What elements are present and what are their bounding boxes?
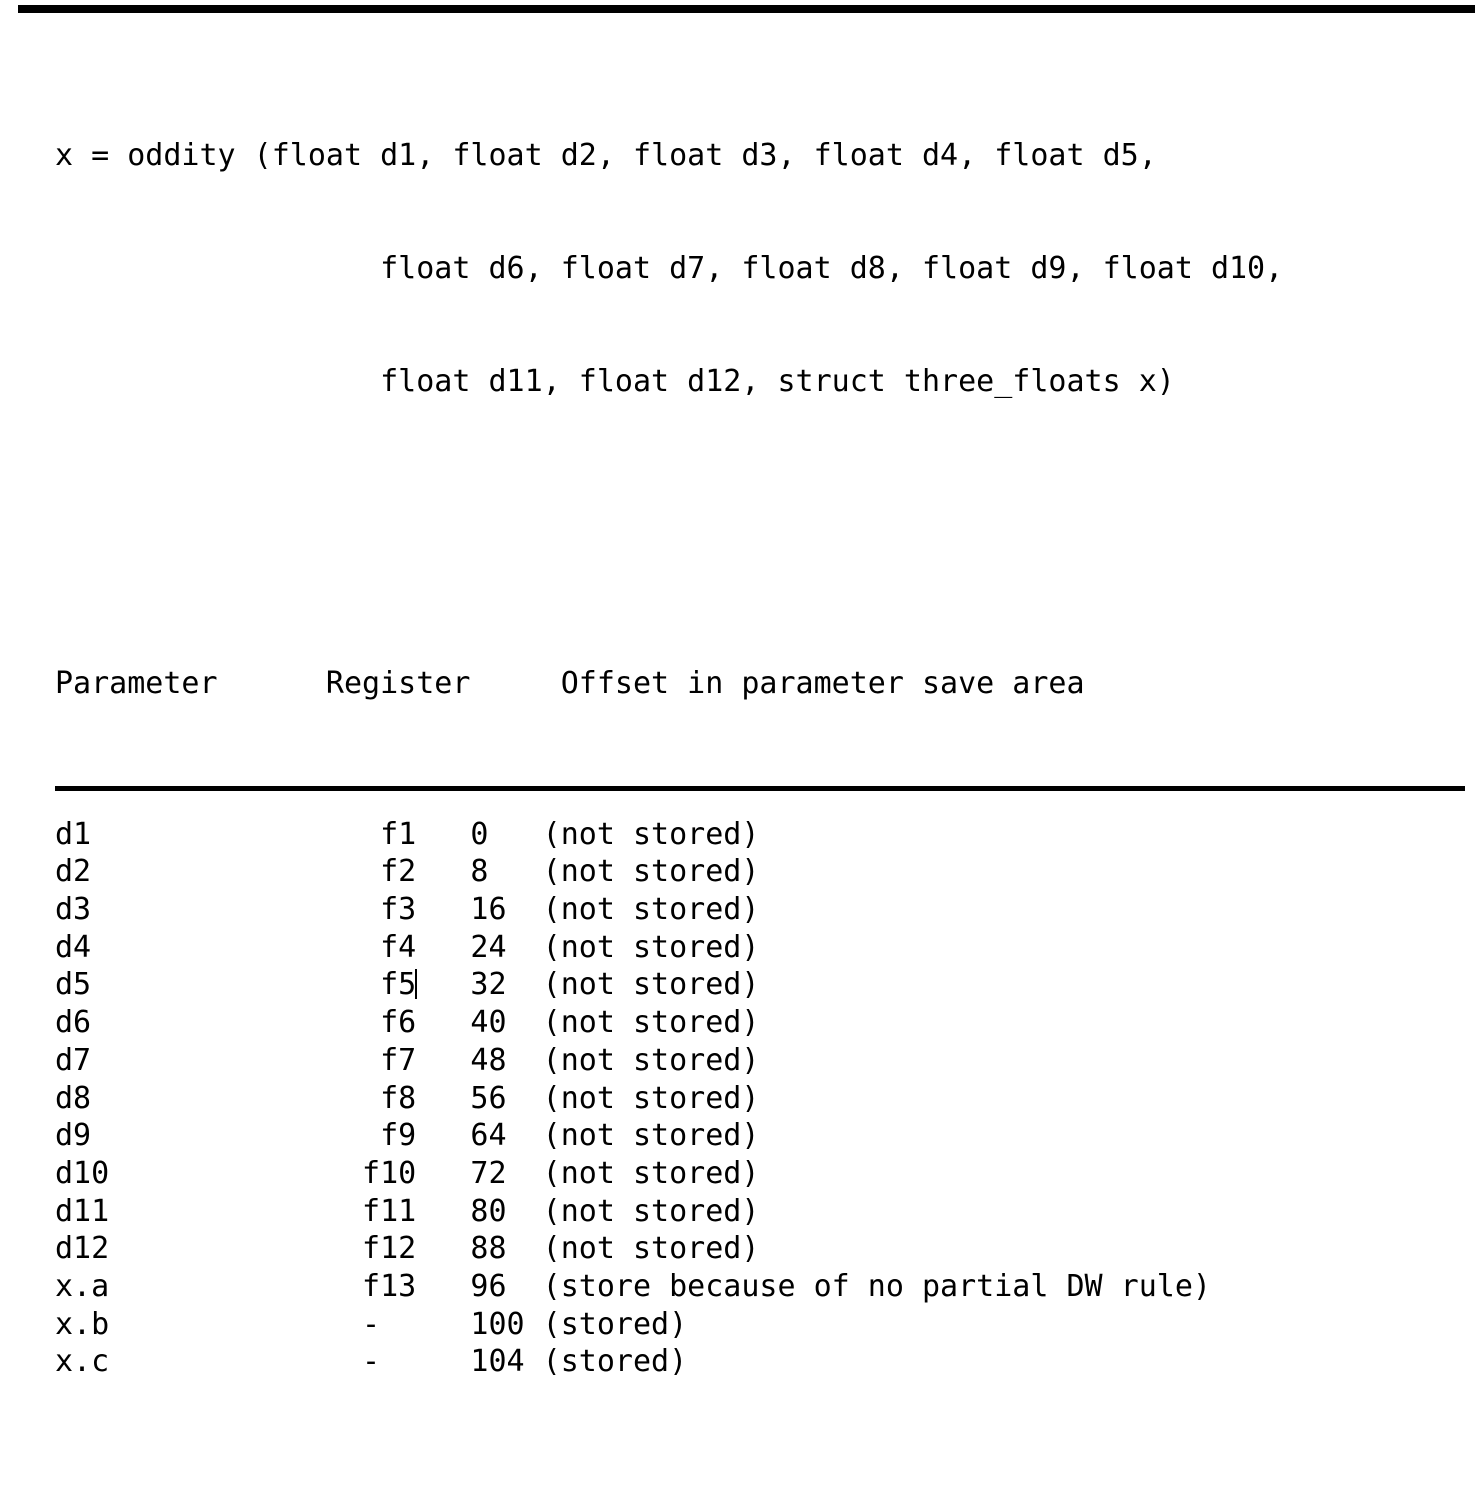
table-row: d7 f7 48 (not stored) bbox=[55, 1042, 1283, 1080]
cell-register: f8 bbox=[362, 1080, 417, 1116]
cell-offset: 96 bbox=[416, 1268, 543, 1304]
cell-parameter: d8 bbox=[55, 1080, 363, 1116]
bottom-rule bbox=[55, 786, 1465, 791]
table-row: d8 f8 56 (not stored) bbox=[55, 1080, 1283, 1118]
cell-offset: 64 bbox=[416, 1118, 543, 1154]
cell-register: f5 bbox=[362, 967, 417, 1003]
cell-note: (not stored) bbox=[542, 1155, 760, 1191]
cell-offset: 80 bbox=[416, 1193, 543, 1229]
cell-note: (not stored) bbox=[542, 1042, 760, 1078]
cell-register: f6 bbox=[362, 1005, 417, 1041]
table-row: d4 f4 24 (not stored) bbox=[55, 929, 1283, 967]
cell-parameter: d12 bbox=[55, 1231, 363, 1267]
cell-register: f12 bbox=[362, 1231, 417, 1267]
cell-note: (not stored) bbox=[542, 1118, 760, 1154]
cell-note: (not stored) bbox=[542, 1231, 760, 1267]
cell-parameter: x.a bbox=[55, 1268, 363, 1304]
table-row: x.a f13 96 (store because of no partial … bbox=[55, 1268, 1283, 1306]
cell-offset: 40 bbox=[416, 1005, 543, 1041]
cell-parameter: d10 bbox=[55, 1155, 363, 1191]
cell-parameter: d1 bbox=[55, 816, 363, 852]
cell-register: f3 bbox=[362, 892, 417, 928]
cell-parameter: d7 bbox=[55, 1042, 363, 1078]
cell-parameter: d3 bbox=[55, 892, 363, 928]
table-row: d10 f10 72 (not stored) bbox=[55, 1155, 1283, 1193]
cell-register: f7 bbox=[362, 1042, 417, 1078]
signature-line-2: float d6, float d7, float d8, float d9, … bbox=[55, 251, 1284, 287]
cell-note: (not stored) bbox=[542, 967, 760, 1003]
cell-offset: 48 bbox=[416, 1042, 543, 1078]
cell-parameter: x.c bbox=[55, 1344, 363, 1380]
cell-parameter: d11 bbox=[55, 1193, 363, 1229]
cell-note: (not stored) bbox=[542, 1080, 760, 1116]
table-body: d1 f1 0 (not stored)d2 f2 8 (not stored)… bbox=[55, 816, 1283, 1381]
table-row: d6 f6 40 (not stored) bbox=[55, 1004, 1283, 1042]
cell-offset: 0 bbox=[416, 816, 543, 852]
spacer-line bbox=[55, 514, 1283, 552]
table-row: d3 f3 16 (not stored) bbox=[55, 891, 1283, 929]
cell-note: (store because of no partial DW rule) bbox=[542, 1268, 1211, 1304]
table-row: d1 f1 0 (not stored) bbox=[55, 816, 1283, 854]
table-row: d2 f2 8 (not stored) bbox=[55, 853, 1283, 891]
table-row: d11 f11 80 (not stored) bbox=[55, 1193, 1283, 1231]
cell-register: f2 bbox=[362, 854, 417, 890]
cell-offset: 16 bbox=[416, 892, 543, 928]
top-rule bbox=[18, 5, 1475, 13]
cell-note: (stored) bbox=[542, 1306, 688, 1342]
table-row: x.c - 104 (stored) bbox=[55, 1343, 1283, 1381]
table-row: d12 f12 88 (not stored) bbox=[55, 1230, 1283, 1268]
cell-offset: 56 bbox=[416, 1080, 543, 1116]
cell-offset: 72 bbox=[416, 1155, 543, 1191]
cell-parameter: x.b bbox=[55, 1306, 363, 1342]
cell-note: (not stored) bbox=[542, 816, 760, 852]
cell-offset: 100 bbox=[416, 1306, 543, 1342]
cell-offset: 88 bbox=[416, 1231, 543, 1267]
cell-parameter: d6 bbox=[55, 1005, 363, 1041]
cell-register: f13 bbox=[362, 1268, 417, 1304]
cell-note: (not stored) bbox=[542, 892, 760, 928]
signature-line-3: float d11, float d12, struct three_float… bbox=[55, 364, 1175, 400]
cell-parameter: d4 bbox=[55, 929, 363, 965]
cell-note: (stored) bbox=[542, 1344, 688, 1380]
cell-register: f10 bbox=[362, 1155, 417, 1191]
cell-offset: 8 bbox=[416, 854, 543, 890]
figure-root: x = oddity (float d1, float d2, float d3… bbox=[18, 5, 1475, 1379]
cell-parameter: d5 bbox=[55, 967, 363, 1003]
cell-note: (not stored) bbox=[542, 1193, 760, 1229]
cell-offset: 104 bbox=[416, 1344, 543, 1380]
cell-note: (not stored) bbox=[542, 929, 760, 965]
cell-offset: 32 bbox=[416, 967, 543, 1003]
cell-parameter: d2 bbox=[55, 854, 363, 890]
cell-parameter: d9 bbox=[55, 1118, 363, 1154]
cell-register: f4 bbox=[362, 929, 417, 965]
table-header-row: Parameter Register Offset in parameter s… bbox=[55, 665, 1085, 701]
table-row: d5 f5 32 (not stored) bbox=[55, 966, 1283, 1004]
table-row: x.b - 100 (stored) bbox=[55, 1306, 1283, 1344]
cell-register: f9 bbox=[362, 1118, 417, 1154]
cell-register: f11 bbox=[362, 1193, 417, 1229]
code-block: x = oddity (float d1, float d2, float d3… bbox=[55, 24, 1283, 1494]
cell-register: f1 bbox=[362, 816, 417, 852]
cell-note: (not stored) bbox=[542, 854, 760, 890]
cell-note: (not stored) bbox=[542, 1005, 760, 1041]
cell-register: - bbox=[362, 1344, 417, 1380]
cell-offset: 24 bbox=[416, 929, 543, 965]
table-row: d9 f9 64 (not stored) bbox=[55, 1117, 1283, 1155]
signature-line-1: x = oddity (float d1, float d2, float d3… bbox=[55, 138, 1157, 174]
cell-register: - bbox=[362, 1306, 417, 1342]
